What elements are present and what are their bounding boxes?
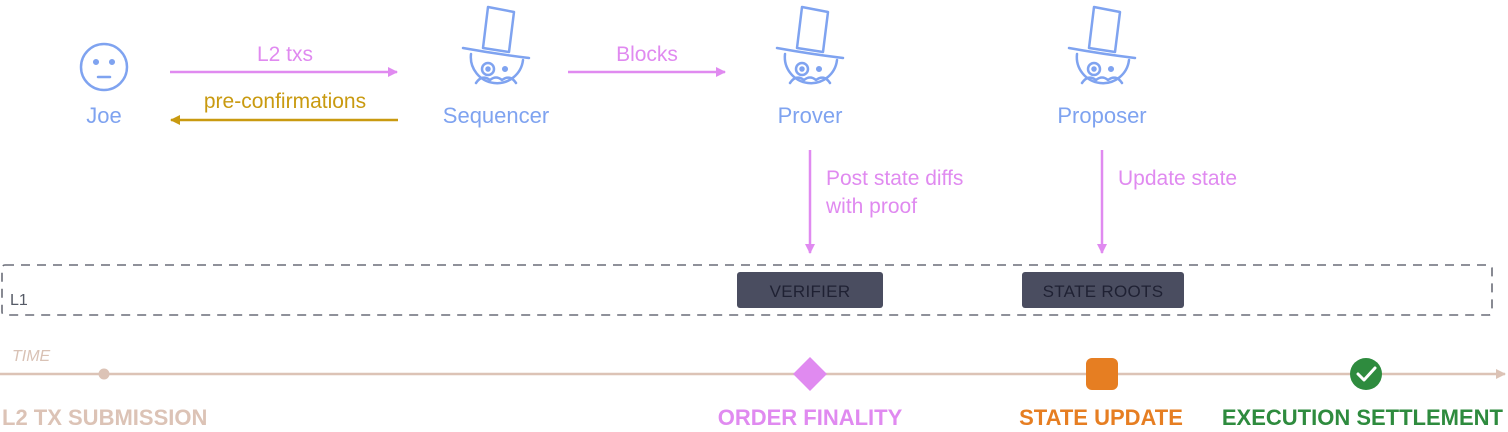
top-hat-monocle-icon (461, 5, 531, 85)
milestone-label-submission: L2 TX SUBMISSION (2, 405, 207, 430)
flow-pre-confirmations: pre-confirmations (170, 90, 398, 125)
actor-label-sequencer: Sequencer (443, 103, 549, 128)
flow-blocks: Blocks (568, 43, 726, 77)
time-label: TIME (12, 348, 51, 365)
rounded-square-icon (1086, 358, 1118, 390)
milestone-label-state-update: STATE UPDATE (1019, 405, 1183, 430)
neutral-face-icon (79, 42, 129, 92)
diamond-icon (793, 357, 827, 391)
flow-l2-txs: L2 txs (170, 43, 398, 77)
flow-label-post-state-diffs-line2: with proof (825, 195, 917, 218)
flow-label-blocks: Blocks (616, 43, 678, 66)
flow-post-state-diffs: Post state diffs with proof (805, 150, 963, 254)
actor-label-joe: Joe (86, 103, 121, 128)
flow-label-l2-txs: L2 txs (257, 43, 313, 66)
verifier-label: VERIFIER (770, 282, 851, 301)
actor-prover: Prover (775, 5, 845, 128)
flow-label-pre-confirmations: pre-confirmations (204, 90, 366, 113)
milestone-label-execution-settlement: EXECUTION SETTLEMENT (1222, 405, 1504, 430)
milestone-label-order-finality: ORDER FINALITY (718, 405, 903, 430)
flow-label-update-state: Update state (1118, 167, 1237, 190)
check-circle-icon (1350, 358, 1382, 390)
state-roots-box: STATE ROOTS (1022, 272, 1184, 308)
flow-label-post-state-diffs-line1: Post state diffs (826, 167, 963, 190)
top-hat-monocle-icon (775, 5, 845, 85)
state-roots-label: STATE ROOTS (1043, 282, 1164, 301)
top-hat-monocle-icon (1067, 5, 1137, 85)
l1-region: L1 VERIFIER STATE ROOTS (1, 264, 1493, 316)
flow-update-state: Update state (1097, 150, 1237, 254)
l1-dashed-border (1, 264, 1493, 316)
submission-dot (98, 368, 110, 380)
timeline: TIME L2 TX SUBMISSION ORDER FINALITY STA… (0, 348, 1506, 430)
actor-sequencer: Sequencer (443, 5, 549, 128)
verifier-box: VERIFIER (737, 272, 883, 308)
actor-label-proposer: Proposer (1057, 103, 1146, 128)
actor-joe: Joe (79, 42, 129, 128)
l1-label: L1 (10, 292, 28, 309)
actor-proposer: Proposer (1057, 5, 1147, 128)
actor-label-prover: Prover (778, 103, 843, 128)
